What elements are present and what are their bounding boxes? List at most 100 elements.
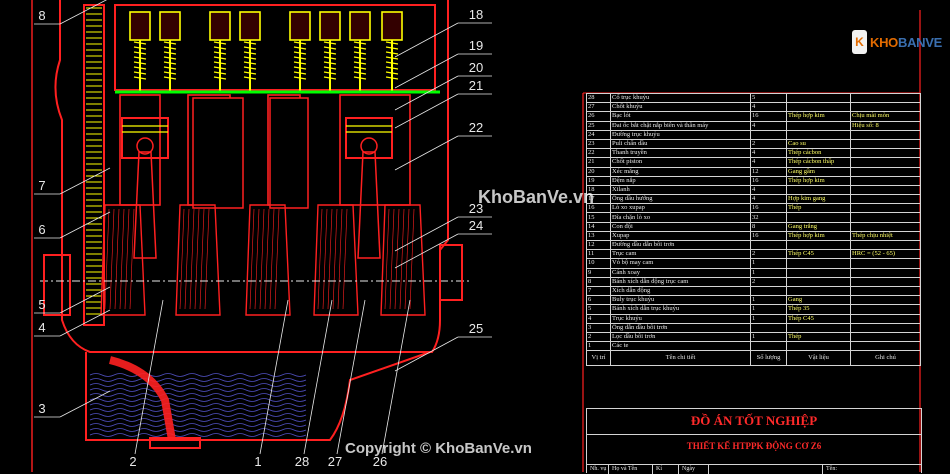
bom-cell-mat: Thép 35 [786,304,851,315]
bom-cell-name: Ống dầu hướng [610,194,751,205]
cylinder-bore [269,97,309,209]
bom-cell-no: 21 [586,157,611,168]
bom-cell-mat: Thép [786,203,851,214]
connecting-rod [133,151,157,259]
bom-cell-name: Tên chi tiết [610,350,751,367]
bom-cell-mat [786,184,851,196]
bom-cell-no: 28 [586,92,611,104]
bom-cell-name: Vỏ bộ may cam [610,258,751,269]
bom-cell-no: 15 [586,212,611,223]
bom-cell-name: Bánh xích dẫn trục khuỷu [610,304,751,315]
valve-spring-seat [239,11,261,41]
valve-spring-seat [209,11,231,41]
leader-line [394,93,459,129]
bom-cell-name: Cổ trục khuỷu [610,92,751,104]
bom-cell-qty: Số lượng [750,350,787,367]
bom-cell-qty: 2 [750,138,787,150]
bom-cell-note [850,285,921,297]
callout-number: 27 [328,454,342,469]
leader-line [303,299,333,455]
bom-cell-qty [750,341,787,352]
leader-line [394,336,459,372]
callout-number: 7 [38,178,45,193]
bom-cell-qty: 4 [750,194,787,205]
bom-cell-qty: 1 [750,313,787,324]
bom-cell-mat [786,322,851,333]
piston-pin [136,137,154,155]
sig-cell-label: Tên: [826,466,837,472]
web-hatch [399,208,405,310]
web-hatch [394,208,400,310]
oil-level-wave [89,423,307,427]
callout-number: 18 [469,7,483,22]
bom-cell-no: 4 [586,313,611,324]
bom-cell-mat: Thép C45 [786,249,851,260]
bom-cell-note [850,221,921,232]
crank-web [175,204,221,316]
bom-cell-qty: 4 [750,157,787,168]
sig-cell-name: Họ và Tên [609,465,653,474]
web-hatch [194,208,200,310]
bom-cell-qty: 1 [750,267,787,278]
bom-cell-mat: Vật liệu [786,350,851,367]
callout-number: 24 [469,218,483,233]
oil-level-wave [89,373,307,377]
leader-line [394,135,459,171]
bom-cell-no: 5 [586,304,611,315]
connecting-rod [357,151,381,259]
web-hatch [342,208,348,310]
crank-web [313,204,359,316]
bom-cell-name: Xupap [610,230,751,242]
bom-cell-qty [750,322,787,333]
web-hatch [119,208,125,310]
web-hatch [332,208,338,310]
bom-cell-note [850,239,921,251]
bom-cell-note [850,148,921,159]
web-hatch [184,208,190,310]
bom-cell-mat: Thép [786,331,851,343]
bom-cell-mat: Thép cácbon [786,148,851,159]
oil-pan [85,351,431,441]
sig-cell-sign: Kí [653,465,679,474]
leader-line [394,22,459,58]
leader-line [59,167,111,195]
bom-cell-note: Thép chịu nhiệt [850,230,921,242]
bom-cell-mat [786,212,851,223]
bom-cell-mat: Thép hợp kim [786,175,851,186]
bom-cell-name: Ống dẫn dầu bôi trơn [610,322,751,333]
bom-cell-name: Puli chấn dầu [610,138,751,150]
bom-cell-name: Trục khuỷu [610,313,751,324]
web-hatch [189,208,195,310]
bom-cell-no: 7 [586,285,611,297]
bom-cell-mat [786,120,851,131]
site-logo: K KHOBANVE [852,24,942,60]
web-hatch [327,208,333,310]
bom-cell-name: Chốt piston [610,157,751,168]
bom-cell-mat [786,129,851,140]
bom-cell-qty: 32 [750,212,787,223]
bom-cell-name: Xéc măng [610,166,751,177]
leader-line [394,75,459,111]
bom-cell-note [850,138,921,150]
bom-cell-mat: Thép cácbon thấp [786,157,851,168]
web-hatch [389,208,395,310]
bom-cell-no: 19 [586,175,611,186]
bom-cell-note [850,313,921,324]
bom-cell-mat [786,258,851,269]
sig-cell-date: Ngày [679,465,709,474]
crank-web [100,204,146,316]
callout-number: 19 [469,38,483,53]
bom-cell-name: Đường trục khuỷu [610,129,751,140]
piston [345,117,393,159]
web-hatch [114,208,120,310]
